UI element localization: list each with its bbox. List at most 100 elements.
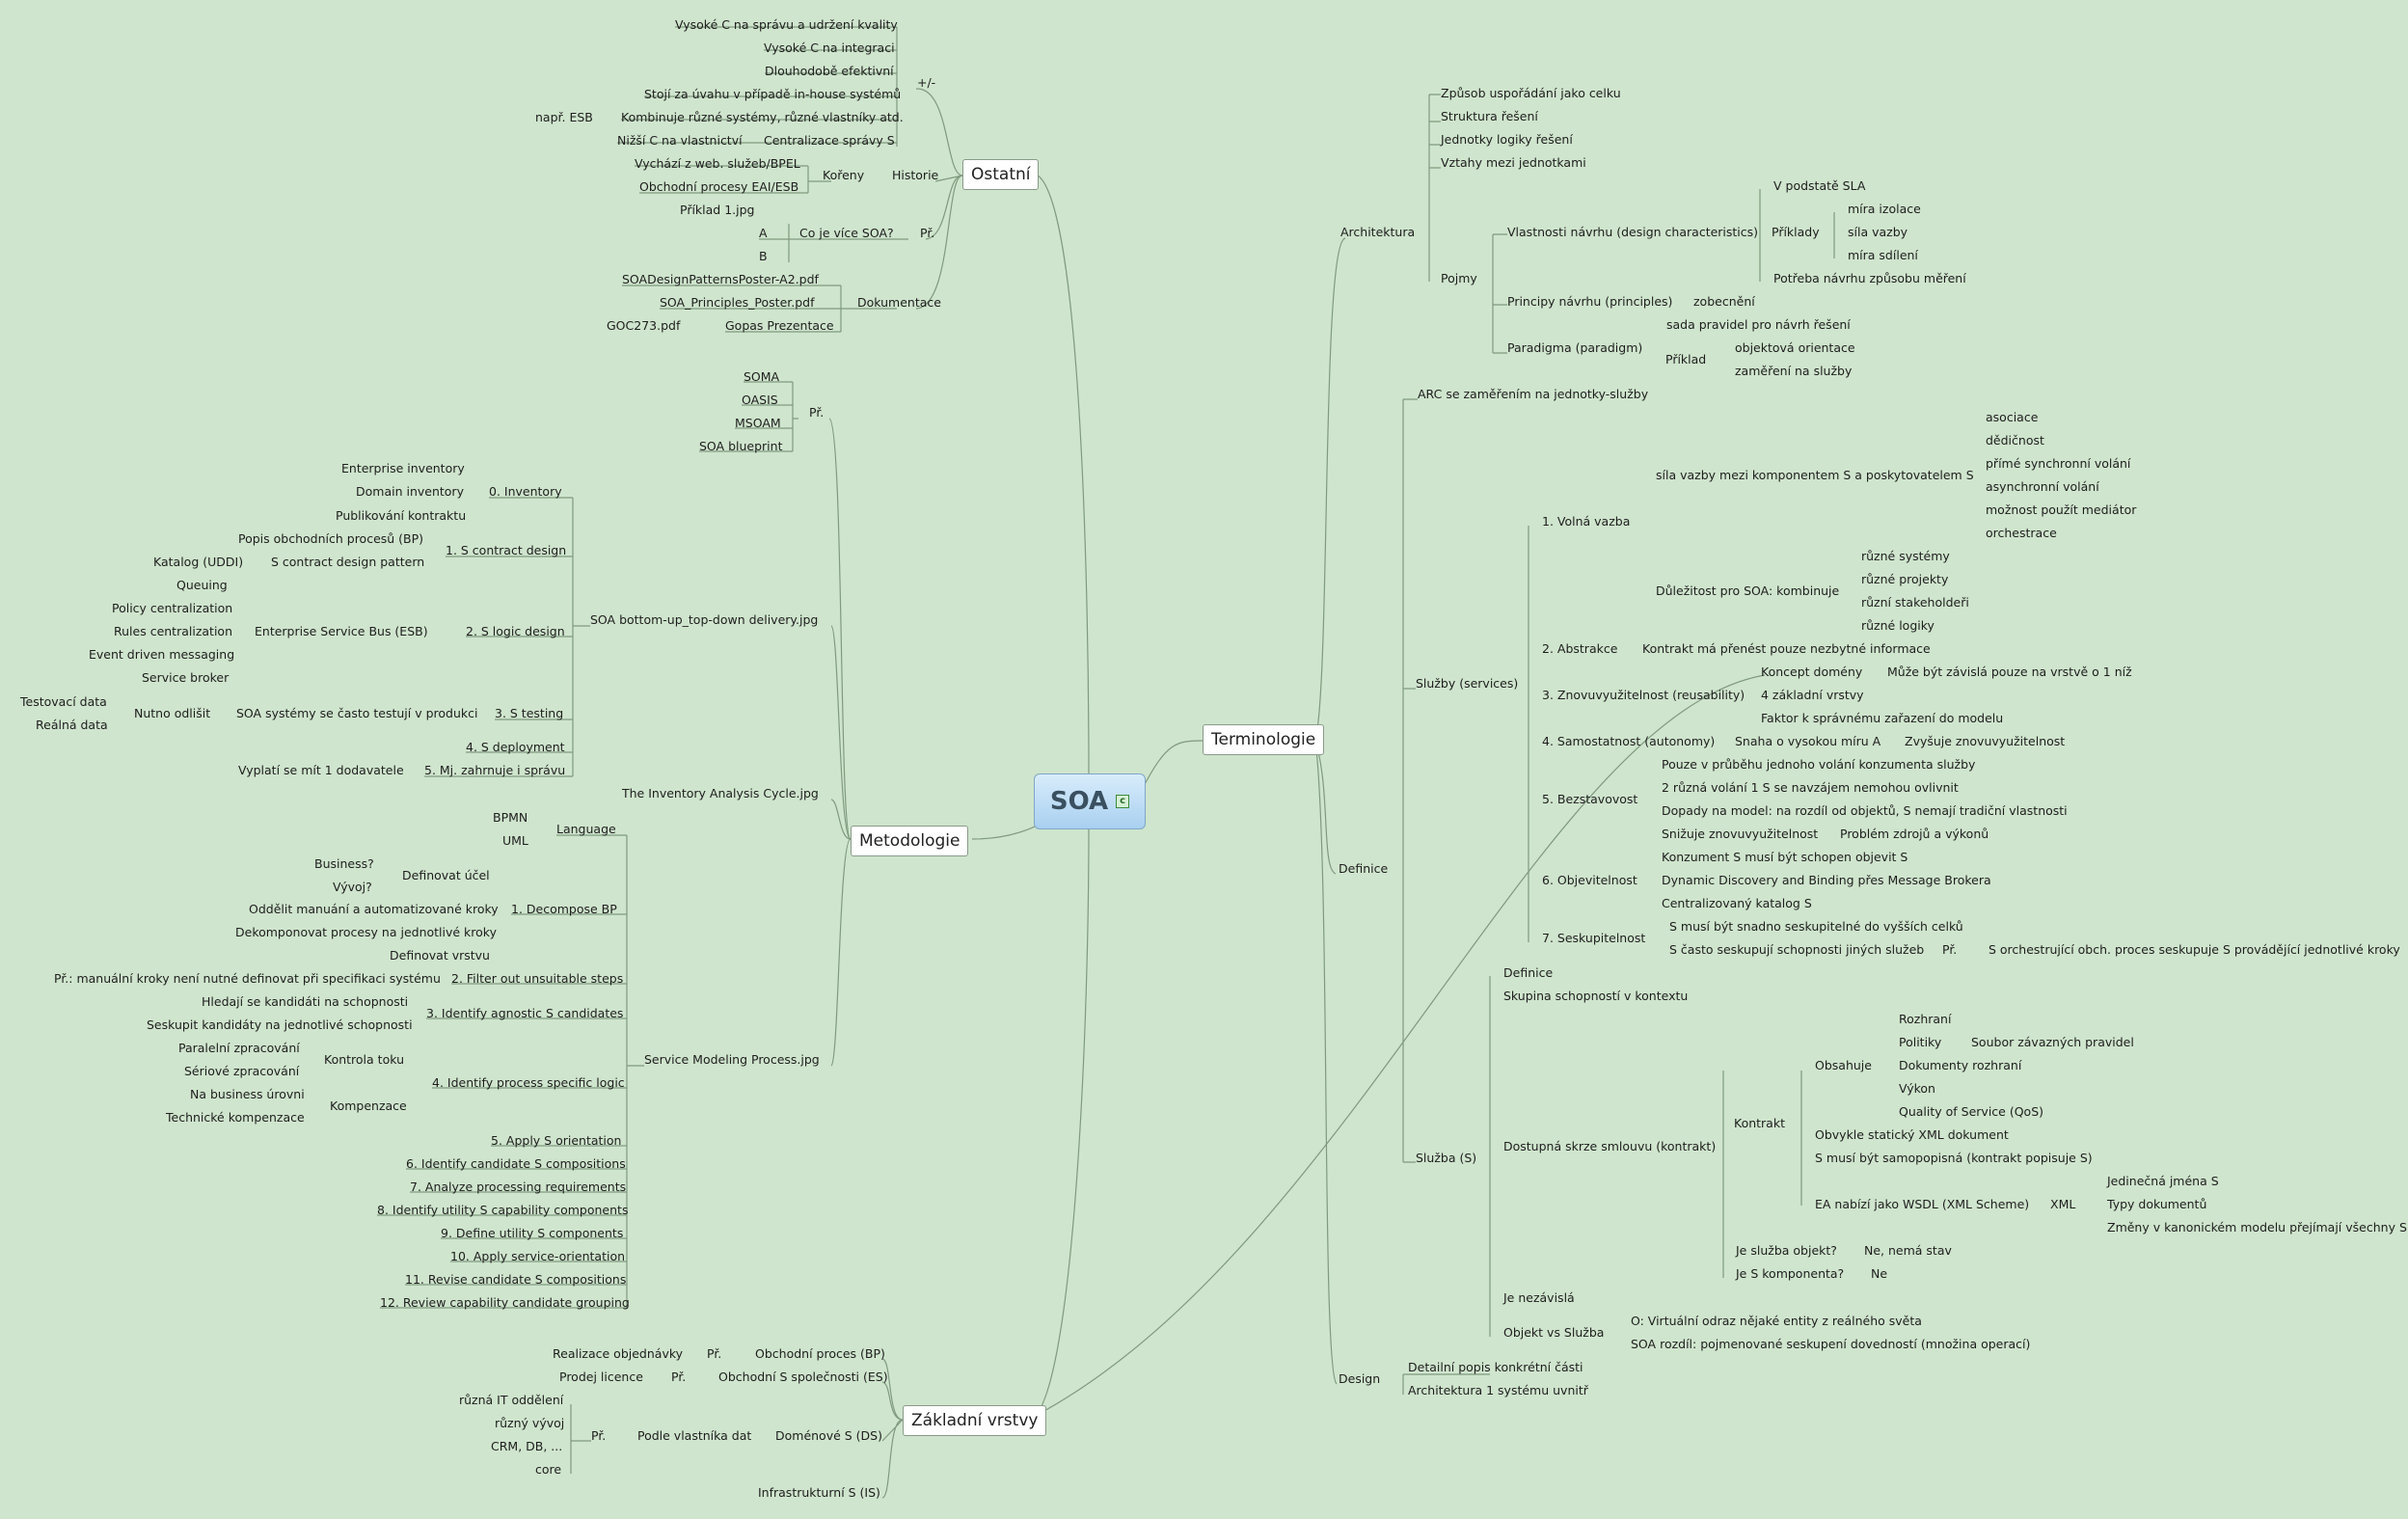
subtopic-node[interactable]: 3. Identify agnostic S candidates <box>426 1006 624 1020</box>
subtopic-node[interactable]: Koncept domény <box>1761 665 1863 679</box>
subtopic-node[interactable]: Dynamic Discovery and Binding přes Messa… <box>1662 873 1991 887</box>
subtopic-node[interactable]: Hledají se kandidáti na schopnosti <box>202 994 409 1009</box>
subtopic-node[interactable]: Dekomponovat procesy na jednotlivé kroky <box>235 925 497 939</box>
subtopic-node[interactable]: Dopady na model: na rozdíl od objektů, S… <box>1662 803 2068 818</box>
subtopic-node[interactable]: různé logiky <box>1861 618 1935 633</box>
subtopic-node[interactable]: různé systémy <box>1861 549 1950 563</box>
subtopic-node[interactable]: S často seskupují schopnosti jiných služ… <box>1669 942 1925 957</box>
subtopic-node[interactable]: O: Virtuální odraz nějaké entity z reáln… <box>1631 1314 1922 1328</box>
subtopic-node[interactable]: možnost použít mediátor <box>1986 502 2137 517</box>
central-topic-soa[interactable]: SOA c <box>1034 773 1146 829</box>
main-topic[interactable]: Metodologie <box>851 826 969 856</box>
subtopic-node[interactable]: 4. S deployment <box>466 740 565 754</box>
subtopic-node[interactable]: Zvyšuje znovuvyužitelnost <box>1905 734 2066 748</box>
subtopic-node[interactable]: Enterprise inventory <box>341 461 465 475</box>
subtopic-node[interactable]: Snižuje znovuvyužitelnost <box>1662 827 1819 841</box>
subtopic-node[interactable]: Design <box>1339 1371 1381 1386</box>
subtopic-node[interactable]: např. ESB <box>535 110 593 124</box>
subtopic-node[interactable]: Může být závislá pouze na vrstvě o 1 níž <box>1887 665 2132 679</box>
subtopic-node[interactable]: S contract design pattern <box>271 555 425 569</box>
subtopic-node[interactable]: Vyplatí se mít 1 dodavatele <box>238 763 404 777</box>
subtopic-node[interactable]: Vychází z web. služeb/BPEL <box>635 156 800 171</box>
subtopic-node[interactable]: Publikování kontraktu <box>336 508 467 523</box>
subtopic-node[interactable]: Co je více SOA? <box>799 226 894 240</box>
subtopic-node[interactable]: Kontrakt má přenést pouze nezbytné infor… <box>1642 641 1931 656</box>
subtopic-node[interactable]: OASIS <box>742 393 778 407</box>
main-topic[interactable]: Ostatní <box>962 159 1040 190</box>
subtopic-node[interactable]: SOA blueprint <box>699 439 783 453</box>
subtopic-node[interactable]: Vývoj? <box>333 880 372 894</box>
subtopic-node[interactable]: 7. Analyze processing requirements <box>410 1180 627 1194</box>
subtopic-node[interactable]: různá IT oddělení <box>459 1393 564 1407</box>
subtopic-node[interactable]: síla vazby <box>1848 225 1908 239</box>
subtopic-node[interactable]: Policy centralization <box>112 601 233 615</box>
subtopic-node[interactable]: Gopas Prezentace <box>725 318 834 333</box>
subtopic-node[interactable]: Event driven messaging <box>89 647 235 662</box>
subtopic-node[interactable]: MSOAM <box>735 416 781 430</box>
subtopic-node[interactable]: Obchodní proces (BP) <box>755 1346 885 1361</box>
subtopic-node[interactable]: core <box>535 1462 562 1477</box>
subtopic-node[interactable]: míra izolace <box>1848 202 1921 216</box>
subtopic-node[interactable]: Nutno odlišit <box>134 706 211 720</box>
subtopic-node[interactable]: Snaha o vysokou míru A <box>1735 734 1881 748</box>
subtopic-node[interactable]: síla vazby mezi komponentem S a poskytov… <box>1656 468 1974 482</box>
subtopic-node[interactable]: Enterprise Service Bus (ESB) <box>255 624 428 638</box>
subtopic-node[interactable]: 5. Apply S orientation <box>491 1133 622 1148</box>
subtopic-node[interactable]: Ne <box>1871 1266 1888 1281</box>
subtopic-node[interactable]: +/- <box>917 75 936 90</box>
subtopic-node[interactable]: Vztahy mezi jednotkami <box>1441 155 1586 170</box>
subtopic-node[interactable]: 3. Znovuvyužitelnost (reusability) <box>1542 688 1745 702</box>
subtopic-node[interactable]: Příklady <box>1772 225 1820 239</box>
subtopic-node[interactable]: BPMN <box>493 810 528 825</box>
subtopic-node[interactable]: Queuing <box>176 578 228 592</box>
subtopic-node[interactable]: Reálná data <box>36 718 108 732</box>
subtopic-node[interactable]: Language <box>556 822 616 836</box>
subtopic-node[interactable]: 0. Inventory <box>489 484 562 499</box>
subtopic-node[interactable]: Kontrola toku <box>324 1052 404 1067</box>
subtopic-node[interactable]: 7. Seskupitelnost <box>1542 931 1646 945</box>
subtopic-node[interactable]: Obvykle statický XML dokument <box>1815 1127 2009 1142</box>
subtopic-node[interactable]: různý vývoj <box>495 1416 565 1430</box>
subtopic-node[interactable]: Pouze v průběhu jednoho volání konzument… <box>1662 757 1976 772</box>
subtopic-node[interactable]: 2 různá volání 1 S se navzájem nemohou o… <box>1662 780 1959 795</box>
subtopic-node[interactable]: 1. Decompose BP <box>511 902 617 916</box>
subtopic-node[interactable]: Př. <box>809 405 825 420</box>
subtopic-node[interactable]: 10. Apply service-orientation <box>450 1249 626 1263</box>
subtopic-node[interactable]: 4. Identify process specific logic <box>432 1075 625 1090</box>
subtopic-node[interactable]: zobecnění <box>1693 294 1755 309</box>
subtopic-node[interactable]: Dokumentace <box>857 295 941 310</box>
subtopic-node[interactable]: XML <box>2050 1197 2076 1211</box>
subtopic-node[interactable]: Nižší C na vlastnictví <box>617 133 743 148</box>
subtopic-node[interactable]: B <box>759 249 768 263</box>
subtopic-node[interactable]: Konzument S musí být schopen objevit S <box>1662 850 1908 864</box>
subtopic-node[interactable]: SOA rozdíl: pojmenované seskupení dovedn… <box>1631 1337 2031 1351</box>
subtopic-node[interactable]: 6. Objevitelnost <box>1542 873 1637 887</box>
subtopic-node[interactable]: objektová orientace <box>1735 340 1855 355</box>
subtopic-node[interactable]: Paradigma (paradigm) <box>1507 340 1643 355</box>
subtopic-node[interactable]: Definovat vrstvu <box>390 948 490 963</box>
subtopic-node[interactable]: Infrastrukturní S (IS) <box>758 1485 880 1500</box>
subtopic-node[interactable]: EA nabízí jako WSDL (XML Scheme) <box>1815 1197 2030 1211</box>
subtopic-node[interactable]: Jedinečná jména S <box>2107 1174 2219 1188</box>
subtopic-node[interactable]: Výkon <box>1899 1081 1935 1096</box>
subtopic-node[interactable]: Kořeny <box>823 168 865 182</box>
subtopic-node[interactable]: 11. Revise candidate S compositions <box>405 1272 627 1287</box>
subtopic-node[interactable]: V podstatě SLA <box>1773 178 1866 193</box>
subtopic-node[interactable]: Př. <box>707 1346 722 1361</box>
subtopic-node[interactable]: 1. S contract design <box>446 543 567 557</box>
subtopic-node[interactable]: SOADesignPatternsPoster-A2.pdf <box>622 272 819 286</box>
subtopic-node[interactable]: Příklad <box>1665 352 1707 366</box>
subtopic-node[interactable]: Jednotky logiky řešení <box>1441 132 1573 147</box>
subtopic-node[interactable]: Principy návrhu (principles) <box>1507 294 1673 309</box>
subtopic-node[interactable]: S musí být snadno seskupitelné do vyššíc… <box>1669 919 1963 934</box>
subtopic-node[interactable]: ARC se zaměřením na jednotky-služby <box>1418 387 1649 401</box>
subtopic-node[interactable]: Obchodní procesy EAI/ESB <box>639 179 799 194</box>
subtopic-node[interactable]: S musí být samopopisná (kontrakt popisuj… <box>1815 1151 2093 1165</box>
subtopic-node[interactable]: Domain inventory <box>356 484 464 499</box>
subtopic-node[interactable]: SOA bottom-up_top-down delivery.jpg <box>590 612 819 627</box>
subtopic-node[interactable]: Př. <box>1942 942 1958 957</box>
subtopic-node[interactable]: Politiky <box>1899 1035 1942 1049</box>
subtopic-node[interactable]: Služba (S) <box>1416 1151 1477 1165</box>
subtopic-node[interactable]: míra sdílení <box>1848 248 1918 262</box>
subtopic-node[interactable]: Business? <box>314 856 374 871</box>
